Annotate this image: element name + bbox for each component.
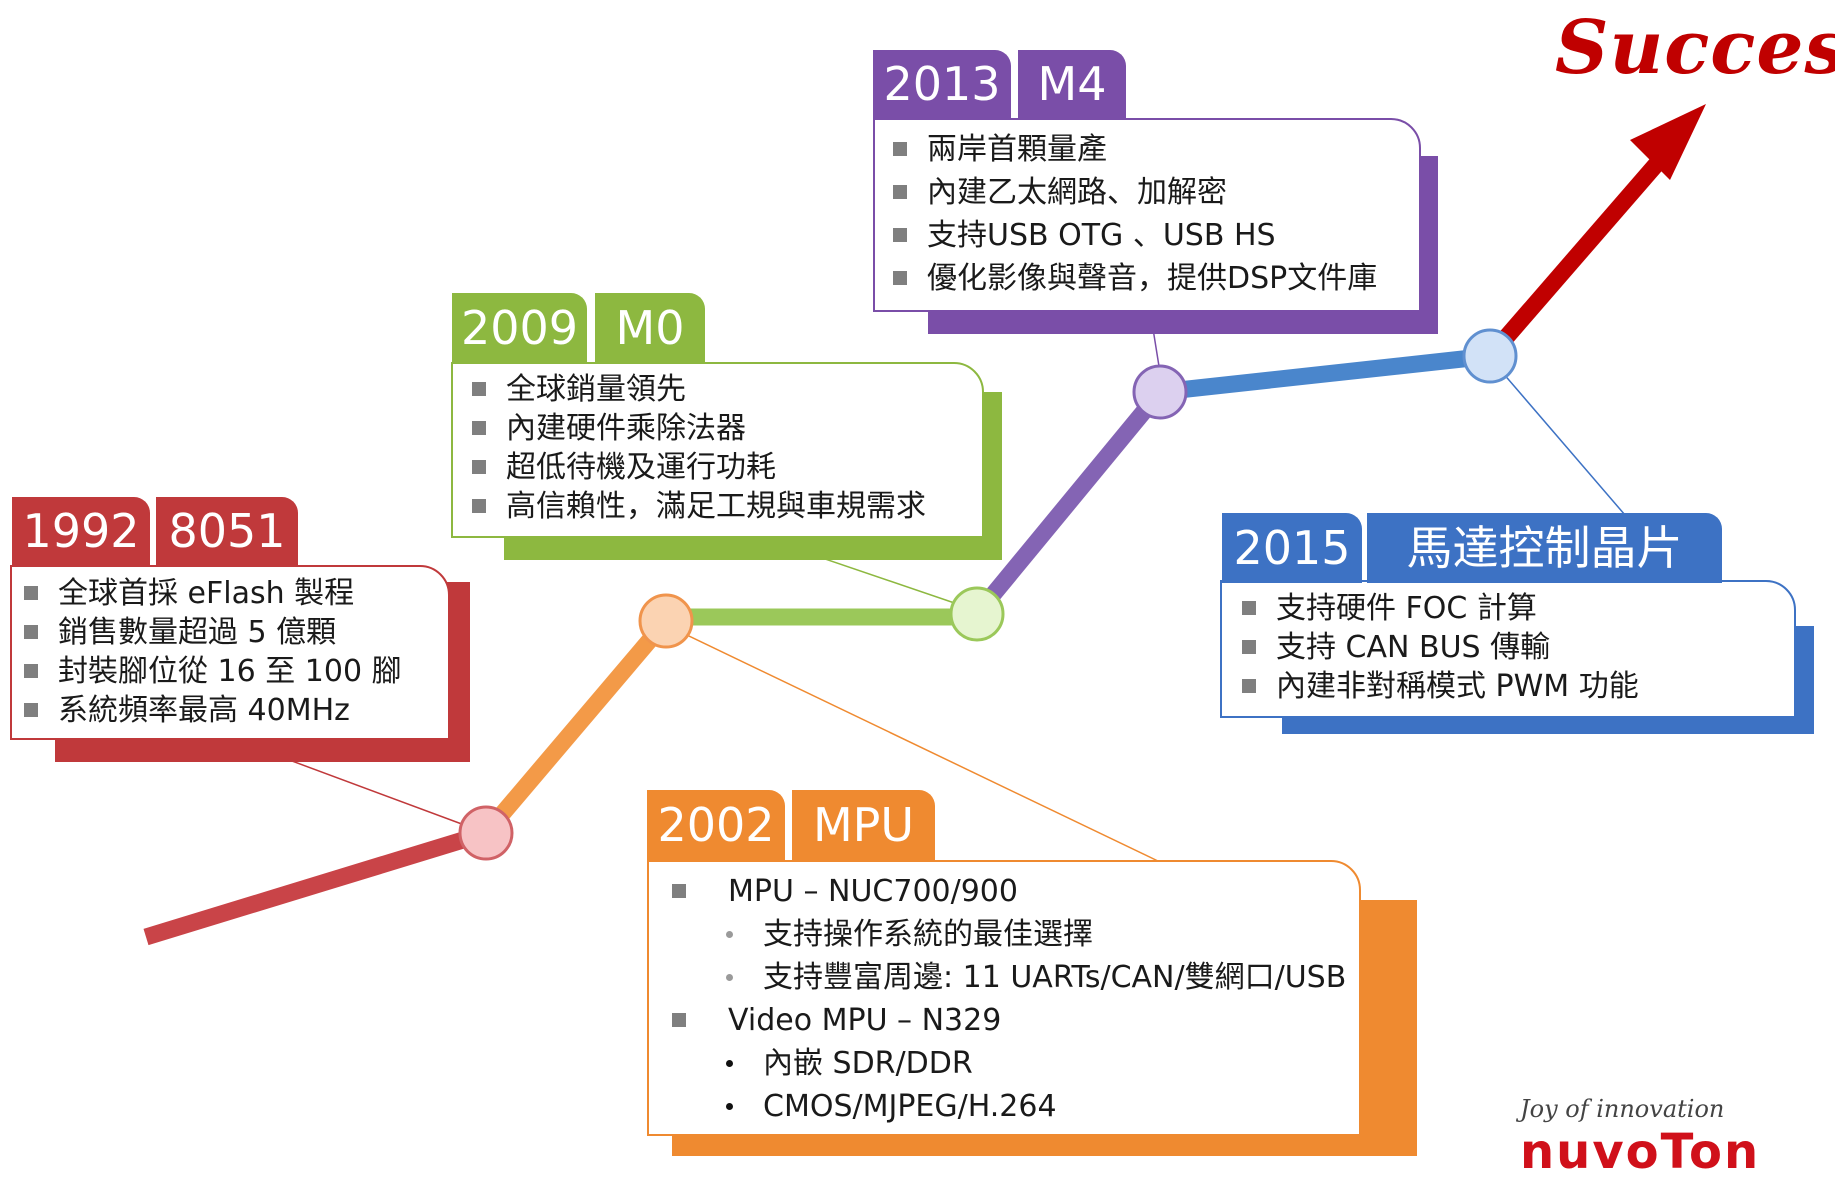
bullet-square-icon bbox=[893, 142, 907, 156]
bullet-square-icon bbox=[24, 664, 38, 678]
list-item: 銷售數量超過 5 億顆 bbox=[20, 613, 402, 652]
list-item: 內建硬件乘除法器 bbox=[468, 409, 926, 448]
list-item: MPU – NUC700/900 bbox=[668, 870, 1346, 913]
product-label: M4 bbox=[1018, 50, 1126, 118]
feature-list: MPU – NUC700/900 支持操作系統的最佳選擇 支持豐富周邊: 11 … bbox=[668, 870, 1346, 1128]
list-item: 支持 CAN BUS 傳輸 bbox=[1238, 628, 1639, 667]
bullet-square-icon bbox=[472, 499, 486, 513]
segment-start bbox=[143, 824, 489, 946]
bullet-square-icon bbox=[472, 460, 486, 474]
list-item: 內建乙太網路、加解密 bbox=[889, 171, 1377, 214]
year-label: 2013 bbox=[873, 50, 1011, 118]
bullet-square-icon bbox=[893, 228, 907, 242]
bullet-dot-icon bbox=[726, 974, 733, 981]
product-label: MPU bbox=[792, 790, 935, 860]
bullet-square-icon bbox=[24, 586, 38, 600]
product-label: M0 bbox=[595, 293, 705, 362]
bullet-square-icon bbox=[893, 185, 907, 199]
feature-list: 全球銷量領先 內建硬件乘除法器 超低待機及運行功耗 高信賴性，滿足工規與車規需求 bbox=[468, 370, 926, 526]
list-item: 全球銷量領先 bbox=[468, 370, 926, 409]
node-2009 bbox=[949, 586, 1005, 642]
list-item: Video MPU – N329 bbox=[668, 999, 1346, 1042]
list-item: 兩岸首顆量產 bbox=[889, 128, 1377, 171]
year-label: 2002 bbox=[647, 790, 785, 860]
connector-2002 bbox=[665, 624, 1161, 863]
list-item: CMOS/MJPEG/H.264 bbox=[668, 1085, 1346, 1128]
brand-tagline: Joy of innovation bbox=[1520, 1095, 1725, 1123]
product-label: 馬達控制晶片 bbox=[1367, 513, 1722, 583]
feature-list: 兩岸首顆量產 內建乙太網路、加解密 支持USB OTG 、USB HS 優化影像… bbox=[889, 128, 1377, 300]
node-2002 bbox=[638, 593, 694, 649]
bullet-dot-icon bbox=[726, 1060, 733, 1067]
arrow-shaft bbox=[1483, 154, 1667, 362]
product-label: 8051 bbox=[156, 497, 298, 565]
connector-2015 bbox=[1489, 357, 1626, 516]
year-label: 1992 bbox=[12, 497, 150, 565]
year-label: 2009 bbox=[452, 293, 587, 362]
bullet-square-icon bbox=[672, 884, 686, 898]
bullet-dot-icon bbox=[726, 1103, 733, 1110]
list-item: 全球首採 eFlash 製程 bbox=[20, 574, 402, 613]
node-2015 bbox=[1462, 328, 1518, 384]
bullet-square-icon bbox=[24, 625, 38, 639]
bullet-square-icon bbox=[24, 703, 38, 717]
bullet-square-icon bbox=[893, 271, 907, 285]
list-item: 內嵌 SDR/DDR bbox=[668, 1042, 1346, 1085]
bullet-dot-icon bbox=[726, 931, 733, 938]
bullet-square-icon bbox=[472, 421, 486, 435]
list-item: 高信賴性，滿足工規與車規需求 bbox=[468, 487, 926, 526]
brand-logo: nuvoTon bbox=[1520, 1124, 1761, 1180]
bullet-square-icon bbox=[672, 1013, 686, 1027]
bullet-square-icon bbox=[1242, 640, 1256, 654]
list-item: 支持豐富周邊: 11 UARTs/CAN/雙網口/USB bbox=[668, 956, 1346, 999]
node-1992 bbox=[458, 805, 514, 861]
arrow-head bbox=[1630, 104, 1706, 180]
success-heading: Success bbox=[1555, 5, 1835, 91]
feature-list: 支持硬件 FOC 計算 支持 CAN BUS 傳輸 內建非對稱模式 PWM 功能 bbox=[1238, 589, 1639, 706]
segment-2009-2013 bbox=[970, 386, 1167, 620]
bullet-square-icon bbox=[472, 382, 486, 396]
list-item: 支持USB OTG 、USB HS bbox=[889, 214, 1377, 257]
list-item: 優化影像與聲音，提供DSP文件庫 bbox=[889, 257, 1377, 300]
list-item: 支持操作系統的最佳選擇 bbox=[668, 913, 1346, 956]
bullet-square-icon bbox=[1242, 679, 1256, 693]
year-label: 2015 bbox=[1222, 513, 1362, 583]
segment-1992-2002 bbox=[479, 615, 673, 839]
list-item: 超低待機及運行功耗 bbox=[468, 448, 926, 487]
segment-2013-2015 bbox=[1159, 347, 1491, 401]
list-item: 封裝腳位從 16 至 100 腳 bbox=[20, 652, 402, 691]
list-item: 支持硬件 FOC 計算 bbox=[1238, 589, 1639, 628]
list-item: 內建非對稱模式 PWM 功能 bbox=[1238, 667, 1639, 706]
bullet-square-icon bbox=[1242, 601, 1256, 615]
feature-list: 全球首採 eFlash 製程 銷售數量超過 5 億顆 封裝腳位從 16 至 10… bbox=[20, 574, 402, 730]
timeline-graphic bbox=[143, 104, 1706, 946]
node-2013 bbox=[1132, 364, 1188, 420]
list-item: 系統頻率最高 40MHz bbox=[20, 691, 402, 730]
